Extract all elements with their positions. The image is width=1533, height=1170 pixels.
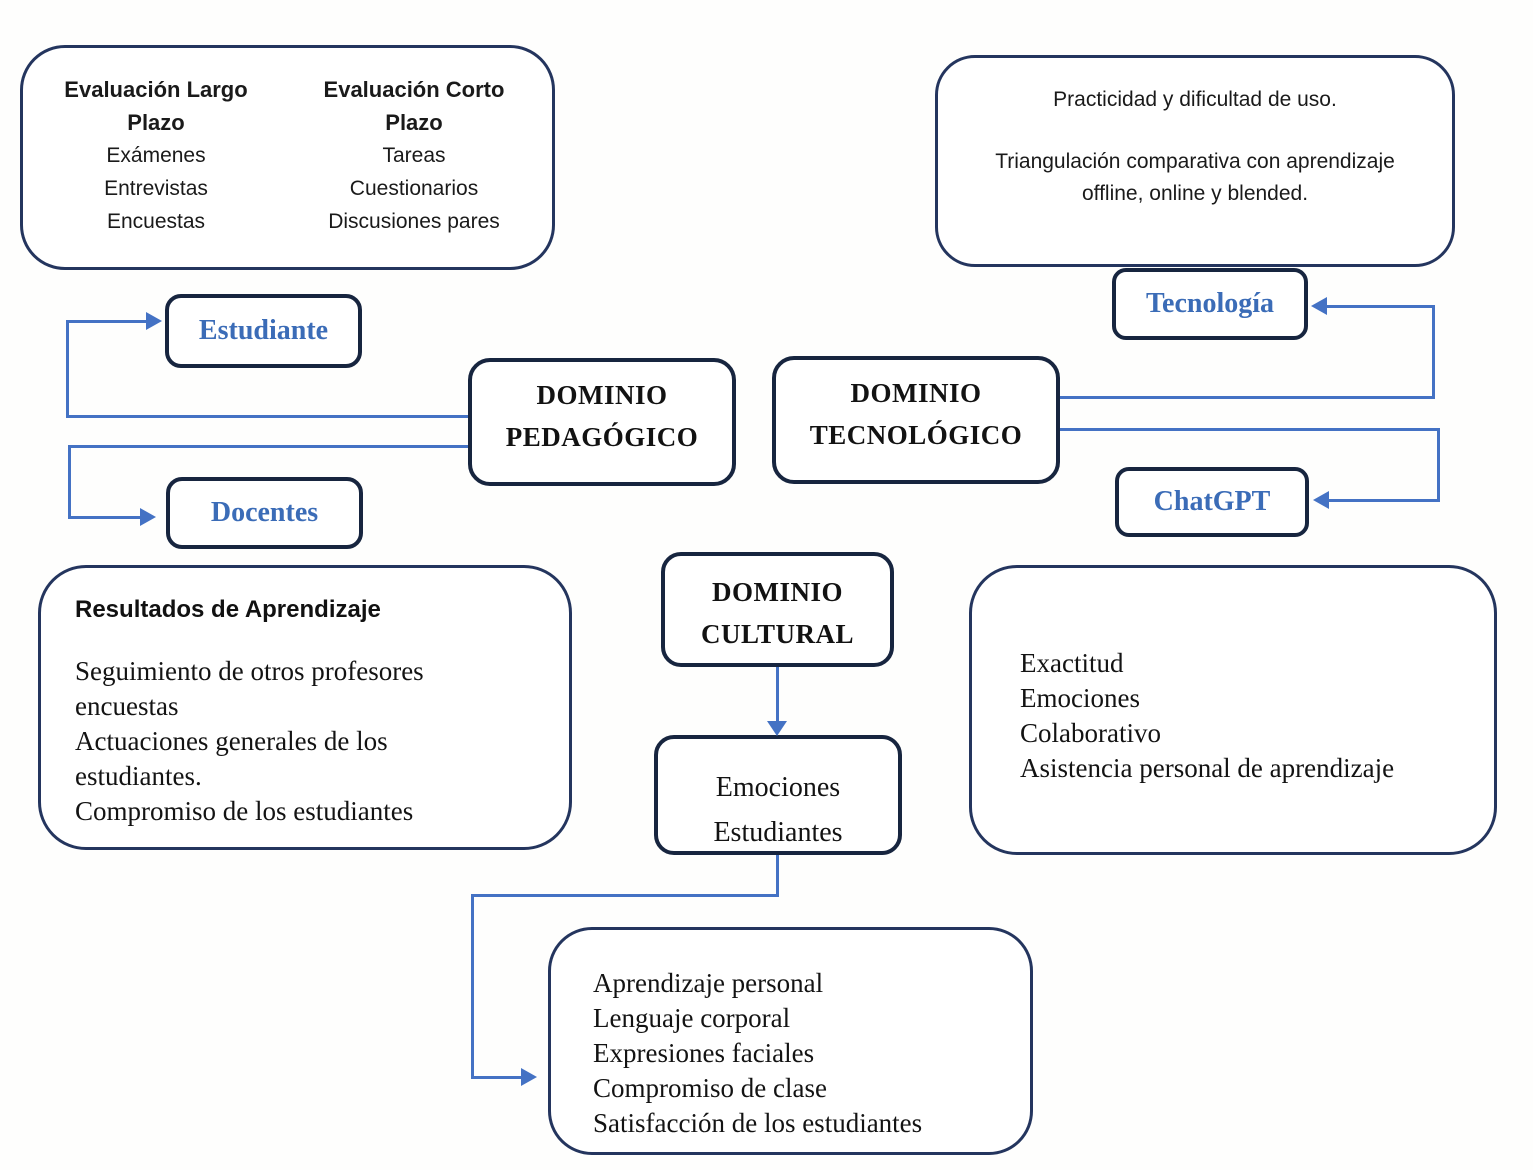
arrowhead-left-icon — [1311, 297, 1327, 315]
connector-segment — [1437, 428, 1440, 501]
evaluacion-box: Evaluación Largo Plazo Exámenes Entrevis… — [20, 45, 555, 270]
dominio-cultural-label: DOMINIO CULTURAL — [700, 577, 855, 649]
exactitud-line: Exactitud — [1020, 648, 1124, 678]
emociones-line: Emociones — [715, 772, 841, 803]
practicidad-box: Practicidad y dificultad de uso. Triangu… — [935, 55, 1455, 267]
resultados-line: Compromiso de los estudiantes — [75, 796, 414, 826]
estudiante-box: Estudiante — [165, 294, 362, 368]
arrowhead-down-icon — [767, 721, 787, 736]
evaluacion-corto-item: Cuestionarios — [349, 177, 479, 200]
tecnologia-label: Tecnología — [1145, 288, 1275, 319]
dominio-pedagogico-label: DOMINIO PEDAGÓGICO — [505, 380, 699, 452]
dominio-pedagogico-box: DOMINIO PEDAGÓGICO — [468, 358, 736, 486]
arrowhead-right-icon — [140, 508, 156, 526]
connector-segment — [68, 445, 71, 519]
arrowhead-left-icon — [1313, 491, 1329, 509]
resultados-line: Actuaciones generales de los — [75, 726, 388, 756]
connector-segment — [471, 1076, 521, 1079]
exactitud-line: Colaborativo — [1020, 718, 1161, 748]
connector-segment — [1060, 428, 1440, 431]
evaluacion-corto-header: Evaluación Corto Plazo — [323, 77, 505, 135]
connector-segment — [1329, 499, 1440, 502]
connector-segment — [1432, 305, 1435, 399]
practicidad-line1: Practicidad y dificultad de uso. — [1053, 88, 1337, 111]
connector-segment — [776, 855, 779, 897]
resultados-line: estudiantes. — [75, 761, 202, 791]
exactitud-line: Asistencia personal de aprendizaje — [1020, 753, 1395, 783]
resultados-title: Resultados de Aprendizaje — [75, 596, 381, 623]
resultados-line: Seguimiento de otros profesores — [75, 656, 424, 686]
exactitud-line: Emociones — [1020, 683, 1140, 713]
aprendizaje-line: Lenguaje corporal — [593, 1003, 791, 1033]
chatgpt-label: ChatGPT — [1153, 486, 1271, 517]
evaluacion-largo-item: Exámenes — [106, 144, 206, 167]
docentes-label: Docentes — [210, 497, 319, 528]
evaluacion-largo-item: Encuestas — [106, 210, 206, 233]
chatgpt-box: ChatGPT — [1115, 467, 1309, 537]
evaluacion-largo-item: Entrevistas — [104, 177, 208, 200]
connector-segment — [68, 445, 468, 448]
evaluacion-corto-item: Discusiones pares — [328, 210, 500, 233]
evaluacion-col-corto: Evaluación Corto Plazo Tareas Cuestionar… — [302, 73, 527, 238]
arrowhead-right-icon — [521, 1068, 537, 1086]
resultados-box: Resultados de Aprendizaje Seguimiento de… — [38, 565, 572, 850]
dominio-tecnologico-box: DOMINIO TECNOLÓGICO — [772, 356, 1060, 484]
evaluacion-columns: Evaluación Largo Plazo Exámenes Entrevis… — [23, 48, 552, 238]
connector-segment — [66, 320, 69, 418]
evaluacion-corto-item: Tareas — [382, 144, 446, 167]
aprendizaje-line: Satisfacción de los estudiantes — [593, 1108, 923, 1138]
docentes-box: Docentes — [166, 477, 363, 549]
resultados-line: encuestas — [75, 691, 179, 721]
aprendizaje-box: Aprendizaje personal Lenguaje corporal E… — [548, 927, 1033, 1155]
estudiante-label: Estudiante — [198, 315, 329, 346]
aprendizaje-line: Aprendizaje personal — [593, 968, 824, 998]
evaluacion-col-largo: Evaluación Largo Plazo Exámenes Entrevis… — [49, 73, 264, 238]
dominio-cultural-box: DOMINIO CULTURAL — [661, 552, 894, 667]
aprendizaje-line: Compromiso de clase — [593, 1073, 827, 1103]
connector-segment — [1060, 396, 1435, 399]
connector-segment — [66, 415, 468, 418]
dominio-tecnologico-label: DOMINIO TECNOLÓGICO — [809, 378, 1023, 450]
exactitud-box: Exactitud Emociones Colaborativo Asisten… — [969, 565, 1497, 855]
connector-segment — [471, 894, 474, 1078]
connector-segment — [68, 516, 140, 519]
practicidad-line2: Triangulación comparativa con aprendizaj… — [995, 150, 1395, 205]
estudiantes-line: Estudiantes — [713, 817, 843, 848]
connector-segment — [776, 667, 779, 723]
evaluacion-largo-header: Evaluación Largo Plazo — [64, 77, 248, 135]
connector-segment — [1327, 305, 1435, 308]
aprendizaje-line: Expresiones faciales — [593, 1038, 815, 1068]
connector-segment — [66, 320, 146, 323]
connector-segment — [471, 894, 779, 897]
emociones-estudiantes-box: Emociones Estudiantes — [654, 735, 902, 855]
arrowhead-right-icon — [146, 312, 162, 330]
tecnologia-box: Tecnología — [1112, 268, 1308, 340]
